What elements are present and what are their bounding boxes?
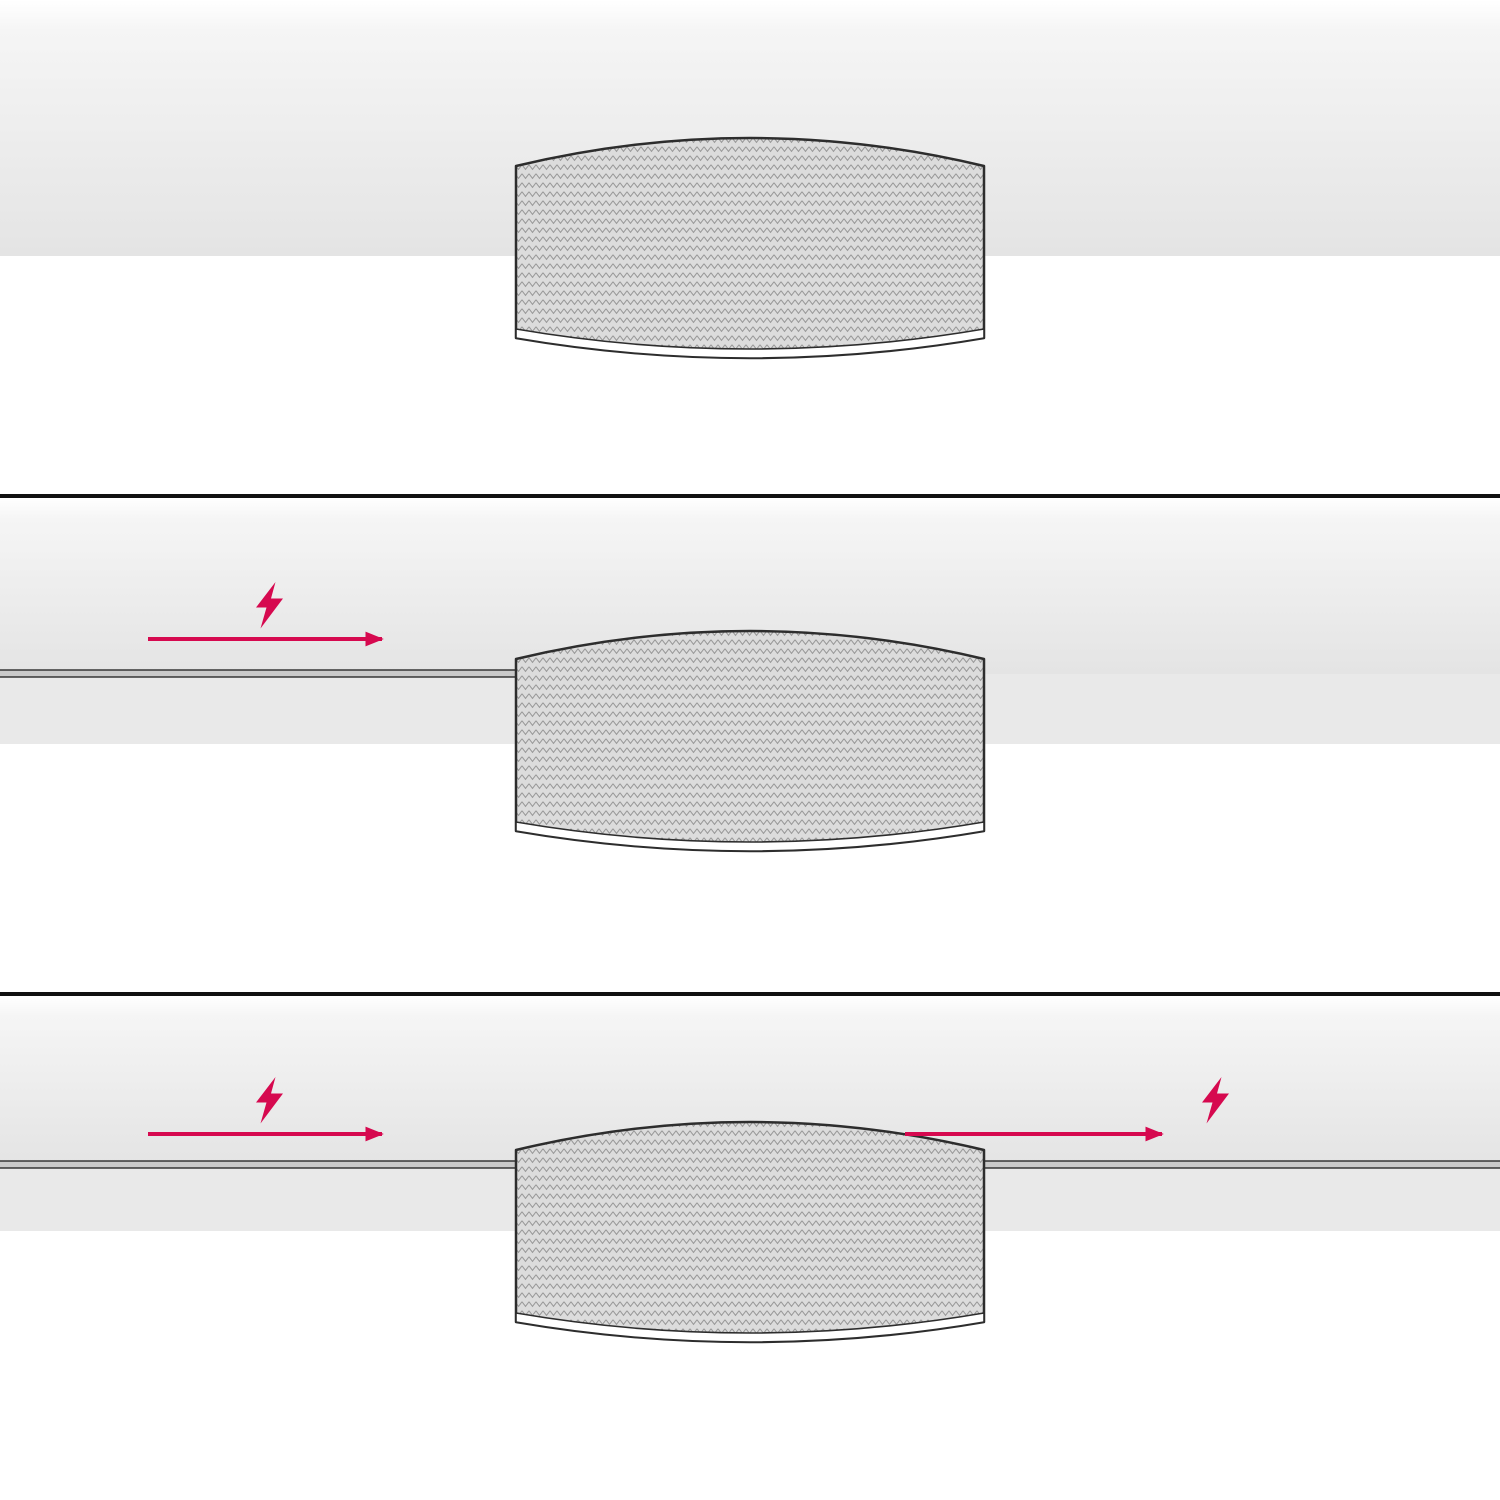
panel-1-scene: [0, 0, 1500, 360]
panel-lamp-cable-pass-through: [0, 996, 1500, 1500]
panel-3-scene: [0, 996, 1500, 1344]
ceiling-lamp: [514, 136, 986, 360]
power-flow-right: [905, 1077, 1229, 1142]
panel-separator: [0, 992, 1500, 996]
panel-2-scene: [0, 498, 1500, 853]
panel-lamp-cable-from-left: [0, 498, 1500, 992]
panel-separator: [0, 494, 1500, 498]
power-flow-left: [148, 582, 384, 647]
power-flow-left: [148, 1077, 384, 1142]
panel-lamp-no-cable: [0, 0, 1500, 494]
ceiling-lamp: [514, 1120, 986, 1344]
ceiling-lamp: [514, 629, 986, 853]
